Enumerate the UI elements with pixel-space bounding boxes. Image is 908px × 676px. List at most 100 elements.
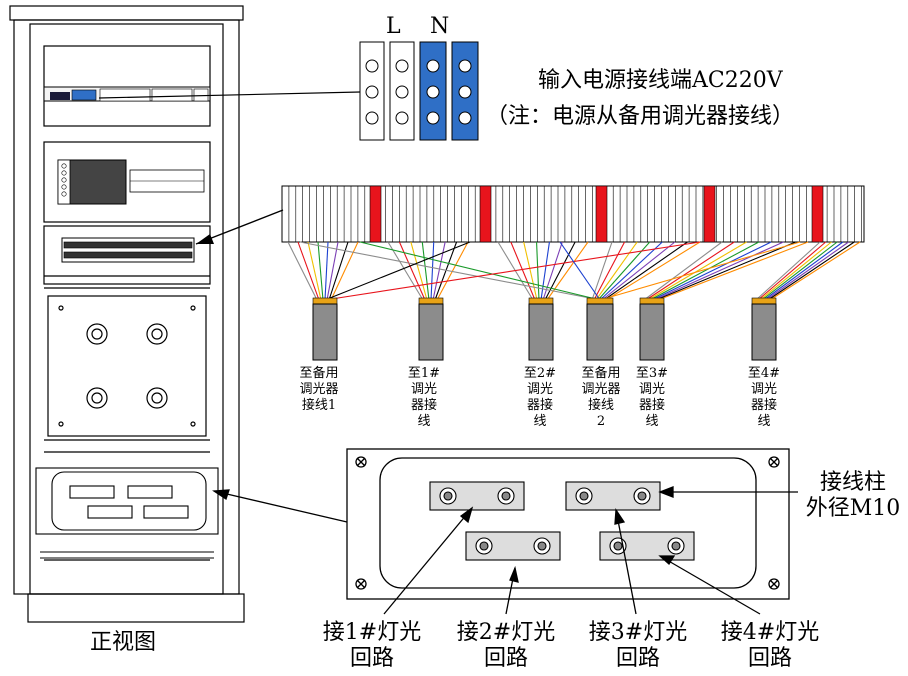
wire bbox=[398, 241, 426, 301]
wire bbox=[759, 241, 832, 301]
power-input-note: （注：电源从备用调光器接线） bbox=[486, 104, 795, 129]
relay-block bbox=[57, 159, 205, 205]
wire bbox=[655, 241, 796, 301]
wire bbox=[763, 241, 844, 301]
wire bbox=[645, 241, 735, 301]
cable-label-dimmer-4: 至4# 调光 器接 线 bbox=[747, 366, 781, 429]
wire bbox=[297, 241, 320, 301]
cable-tip bbox=[751, 297, 777, 305]
cross-wire bbox=[599, 241, 801, 301]
circuit-4-label: 接4#灯光 回路 bbox=[720, 620, 820, 671]
cross-wire bbox=[324, 241, 701, 301]
red-separator bbox=[595, 185, 608, 243]
red-separator bbox=[479, 185, 492, 243]
circuit-3-label: 接3#灯光 回路 bbox=[588, 620, 688, 671]
wire bbox=[605, 241, 701, 301]
cable-tip bbox=[312, 297, 338, 305]
wire-bundle bbox=[287, 241, 861, 301]
red-separator bbox=[703, 185, 716, 243]
post-diameter-note: 接线柱 外径M10 bbox=[805, 470, 901, 521]
wire bbox=[653, 241, 784, 301]
wire bbox=[647, 241, 747, 301]
wire bbox=[421, 241, 430, 301]
terminal-strip-frame bbox=[281, 185, 865, 243]
wire bbox=[307, 241, 322, 301]
cable-label-dimmer-1: 至1# 调光 器接 线 bbox=[407, 366, 441, 429]
cable-sleeve bbox=[418, 303, 444, 361]
cabinet-terminal-strip bbox=[61, 237, 195, 263]
phase-L-label: L bbox=[386, 14, 401, 39]
wire bbox=[755, 241, 821, 301]
wire bbox=[410, 241, 428, 301]
cross-wire bbox=[324, 241, 471, 301]
connector-panel bbox=[346, 448, 790, 600]
cable-sleeve bbox=[312, 303, 338, 361]
red-separator bbox=[811, 185, 824, 243]
cable-tip bbox=[528, 297, 554, 305]
cross-wire bbox=[359, 241, 601, 301]
wire bbox=[761, 241, 838, 301]
power-terminal bbox=[359, 41, 479, 141]
wire bbox=[523, 241, 538, 301]
wire bbox=[767, 241, 855, 301]
front-view-label: 正视图 bbox=[90, 630, 157, 655]
wire bbox=[765, 241, 849, 301]
cable-label-dimmer-2: 至2# 调光 器接 线 bbox=[523, 366, 557, 429]
red-separator bbox=[369, 185, 382, 243]
wire bbox=[540, 241, 550, 301]
wire bbox=[643, 241, 723, 301]
wire bbox=[546, 241, 589, 301]
wire bbox=[651, 241, 772, 301]
wire bbox=[328, 241, 349, 301]
wire bbox=[387, 241, 424, 301]
cabinet bbox=[9, 5, 245, 623]
cables bbox=[312, 297, 777, 361]
wire bbox=[593, 241, 626, 301]
wire bbox=[544, 241, 576, 301]
wire bbox=[769, 241, 861, 301]
wire bbox=[317, 241, 324, 301]
wire bbox=[595, 241, 638, 301]
wire bbox=[757, 241, 827, 301]
terminal-strip bbox=[281, 185, 865, 243]
wire bbox=[542, 241, 563, 301]
wire bbox=[591, 241, 613, 301]
wire bbox=[326, 241, 339, 301]
power-lead-line bbox=[98, 91, 361, 99]
cabinet-output-panel bbox=[35, 467, 219, 559]
cable-tip bbox=[586, 297, 614, 305]
cable-tip bbox=[639, 297, 665, 305]
power-input-title: 输入电源接线端AC220V bbox=[538, 68, 783, 93]
wire bbox=[287, 241, 318, 301]
wire bbox=[603, 241, 688, 301]
wire bbox=[657, 241, 809, 301]
cable-sleeve bbox=[751, 303, 777, 361]
wire bbox=[432, 241, 446, 301]
wire bbox=[330, 241, 359, 301]
circuit-1-label: 接1#灯光 回路 bbox=[322, 620, 422, 671]
wire bbox=[510, 241, 536, 301]
cable-sleeve bbox=[586, 303, 614, 361]
wire bbox=[536, 241, 540, 301]
cable-label-spare-2: 至备用 调光器 接线 2 bbox=[581, 366, 621, 429]
cross-wire bbox=[559, 241, 601, 301]
circuit-2-label: 接2#灯光 回路 bbox=[456, 620, 556, 671]
wire bbox=[324, 241, 329, 301]
panel-arrows bbox=[212, 486, 798, 615]
module-rail bbox=[43, 86, 211, 102]
knob-panel bbox=[58, 305, 196, 427]
cross-wire bbox=[299, 241, 601, 301]
output-posts bbox=[429, 481, 695, 561]
cable-label-spare-1: 至备用 调光器 接线1 bbox=[299, 366, 339, 413]
wire bbox=[601, 241, 676, 301]
wire bbox=[649, 241, 760, 301]
phase-N-label: N bbox=[430, 14, 450, 39]
wire bbox=[599, 241, 663, 301]
cable-label-dimmer-3: 至3# 调光 器接 线 bbox=[635, 366, 669, 429]
cable-tip bbox=[418, 297, 444, 305]
cable-sleeve bbox=[528, 303, 554, 361]
wire bbox=[430, 241, 435, 301]
strip-arrowhead bbox=[196, 234, 214, 244]
wire bbox=[434, 241, 458, 301]
